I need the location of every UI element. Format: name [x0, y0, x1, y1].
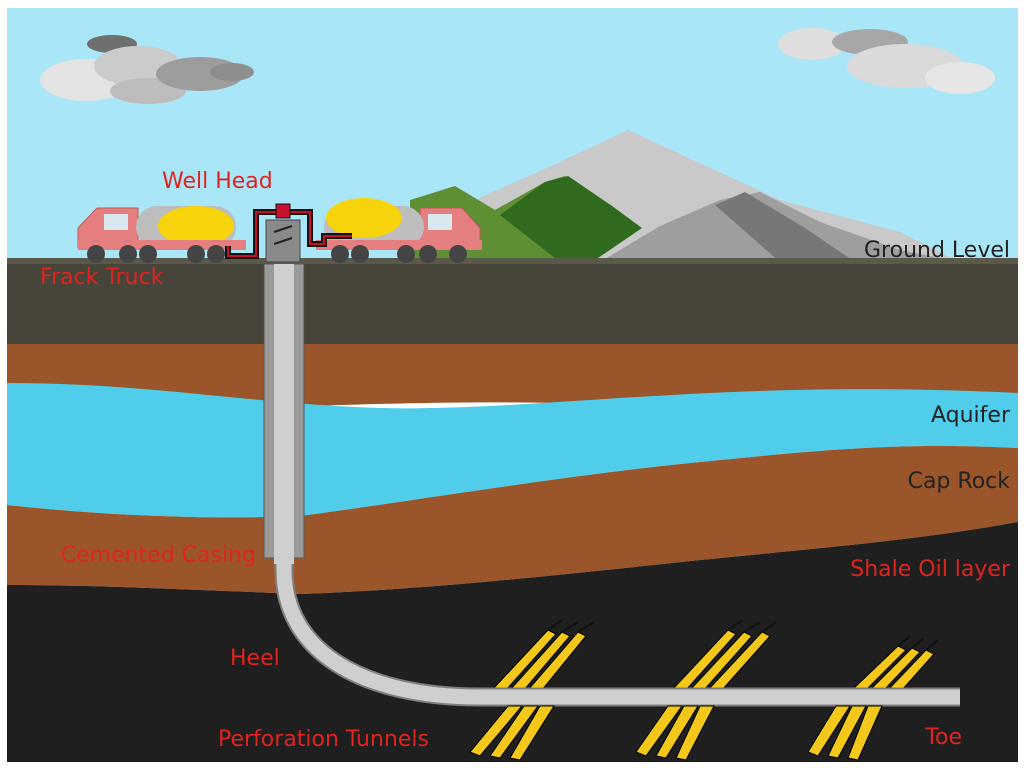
mountains: [410, 130, 960, 262]
label-well-head: Well Head: [162, 169, 273, 194]
label-frack-truck: Frack Truck: [40, 265, 164, 290]
fracture-tips-upper: [547, 619, 939, 651]
well-head: [225, 203, 352, 263]
ground-line: [7, 258, 1018, 264]
aquifer-layer: [7, 383, 1018, 518]
inner-pipe: [274, 264, 294, 564]
label-shale-oil-layer: Shale Oil layer: [850, 557, 1011, 582]
frack-truck-left: [77, 206, 246, 263]
cap-rock-layer: [7, 445, 1018, 594]
label-toe: Toe: [924, 725, 962, 750]
label-aquifer: Aquifer: [931, 403, 1011, 428]
label-perforation-tunnels: Perforation Tunnels: [218, 727, 429, 752]
wellbore: [276, 268, 960, 705]
label-ground-level: Ground Level: [864, 238, 1010, 263]
frack-truck-right: [316, 198, 482, 263]
cloud-left: [40, 35, 254, 104]
topsoil-layer: [7, 264, 1018, 345]
fracture-zone-lower: [469, 705, 883, 761]
fracture-zone-upper: [490, 629, 935, 691]
label-cap-rock: Cap Rock: [908, 469, 1011, 494]
label-heel: Heel: [230, 646, 280, 671]
label-cemented-casing: Cemented Casing: [61, 543, 256, 568]
cloud-right: [778, 28, 995, 94]
